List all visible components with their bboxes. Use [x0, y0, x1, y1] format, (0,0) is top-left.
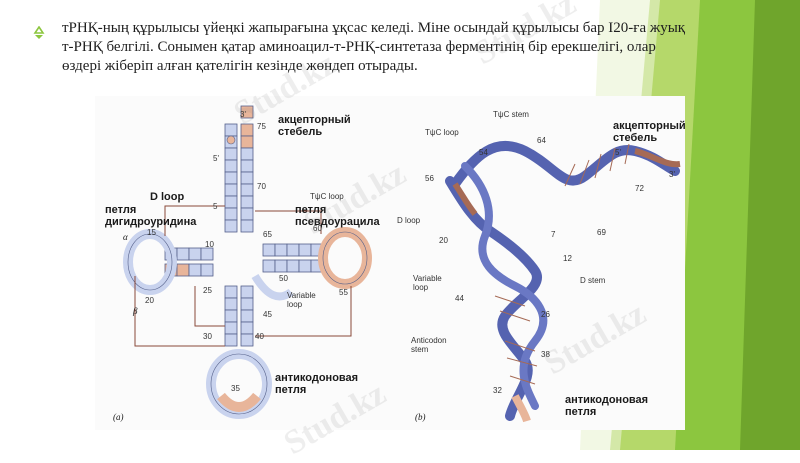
tpsic-loop-en-label-a: TψC loop	[310, 192, 344, 201]
panel-a-label: (a)	[113, 412, 124, 422]
number-label: 38	[541, 350, 550, 359]
number-label: 15	[147, 228, 156, 237]
number-label: 55	[339, 288, 348, 297]
d-loop-ru-label: петля дигидроуридина	[105, 204, 197, 228]
tpsic-stem-label: TψC stem	[493, 110, 529, 119]
number-label: 32	[493, 386, 502, 395]
number-label: 60	[313, 224, 322, 233]
number-label: 44	[455, 294, 464, 303]
number-label: 20	[145, 296, 154, 305]
number-label: 40	[255, 332, 264, 341]
number-label: 65	[263, 230, 272, 239]
anticodon-loop-label-a: антикодоновая петля	[275, 372, 359, 396]
number-label: 12	[563, 254, 572, 263]
panel-b-label: (b)	[415, 412, 426, 422]
number-label: 54	[479, 148, 488, 157]
acceptor-stem-label-b: акцепторный стебель	[613, 120, 686, 144]
number-label: 10	[205, 240, 214, 249]
number-label: 5	[213, 202, 218, 211]
number-label: 64	[537, 136, 546, 145]
variable-loop-label-b: Variable loop	[413, 274, 442, 292]
alpha-label: α	[123, 232, 128, 242]
d-loop-label-b: D loop	[397, 216, 421, 225]
cloverleaf-structure	[123, 105, 372, 419]
variable-loop-label-a: Variable loop	[287, 291, 316, 309]
d-stem-label: D stem	[580, 276, 606, 285]
number-label: 72	[635, 184, 644, 193]
number-label: 30	[203, 332, 212, 341]
slide-text: тРНҚ-ның құрылысы үйеңкі жапырағына ұқса…	[62, 20, 686, 74]
l-shape-structure	[445, 140, 681, 423]
number-label: 26	[541, 310, 550, 319]
number-label: 69	[597, 228, 606, 237]
number-label: 5'	[615, 148, 621, 157]
trna-diagram	[123, 105, 681, 423]
number-label: 45	[263, 310, 272, 319]
anticodon-loop-label-b: антикодоновая петля	[565, 394, 649, 418]
number-label: 75	[257, 122, 266, 131]
number-label: 3'	[669, 170, 675, 179]
trna-figure: акцепторный стебель D loop петля дигидро…	[95, 96, 686, 430]
number-label: 35	[231, 384, 240, 393]
number-label: 20	[439, 236, 448, 245]
tpsic-loop-ru-label: петля псевдоурацила	[295, 204, 380, 228]
number-label: 25	[203, 286, 212, 295]
number-label: 3'	[240, 110, 246, 119]
anticodon-stem-label: Anticodon stem	[411, 336, 447, 354]
number-label: 7	[551, 230, 556, 239]
number-label: 56	[425, 174, 434, 183]
number-label: 5'	[213, 154, 219, 163]
acceptor-stem-label-a: акцепторный стебель	[278, 114, 351, 138]
tpsic-loop-label-b: TψC loop	[425, 128, 459, 137]
number-label: 50	[279, 274, 288, 283]
recycle-icon	[33, 26, 45, 39]
d-loop-en-label: D loop	[150, 191, 185, 203]
number-label: 70	[257, 182, 266, 191]
beta-label: β	[133, 306, 138, 316]
